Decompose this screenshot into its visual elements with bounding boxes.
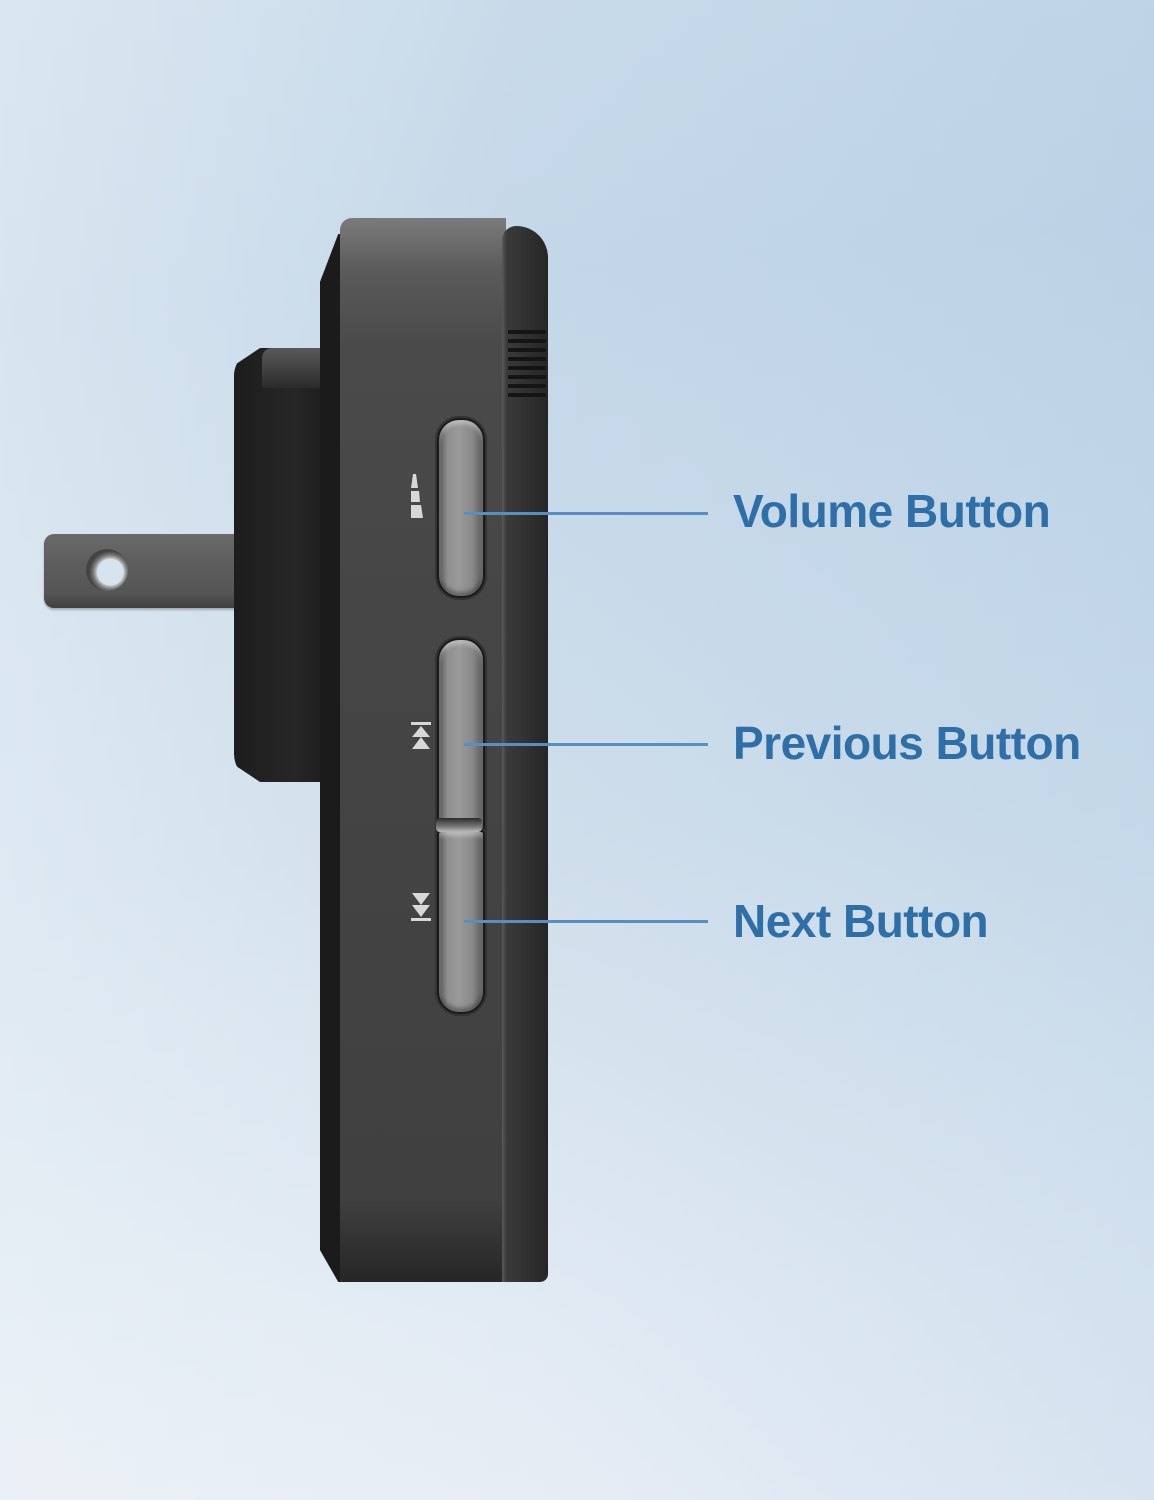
skip-next-icon — [411, 893, 431, 921]
rocker-divider — [436, 818, 482, 832]
volume-callout-line — [464, 512, 708, 515]
device-front-edge — [502, 226, 548, 1282]
prong-hole — [86, 549, 128, 591]
volume-level-icon — [411, 474, 423, 518]
previous-callout-line — [464, 743, 708, 746]
volume-button[interactable] — [437, 418, 485, 598]
speaker-grille — [508, 330, 546, 410]
next-callout-line — [464, 920, 708, 923]
skip-previous-icon — [411, 722, 431, 749]
next-button-label: Next Button — [733, 895, 989, 947]
volume-button-label: Volume Button — [733, 485, 1051, 537]
plug-base — [234, 348, 334, 782]
plug-prong — [44, 534, 244, 608]
previous-button[interactable] — [437, 638, 485, 834]
previous-button-label: Previous Button — [733, 717, 1081, 769]
